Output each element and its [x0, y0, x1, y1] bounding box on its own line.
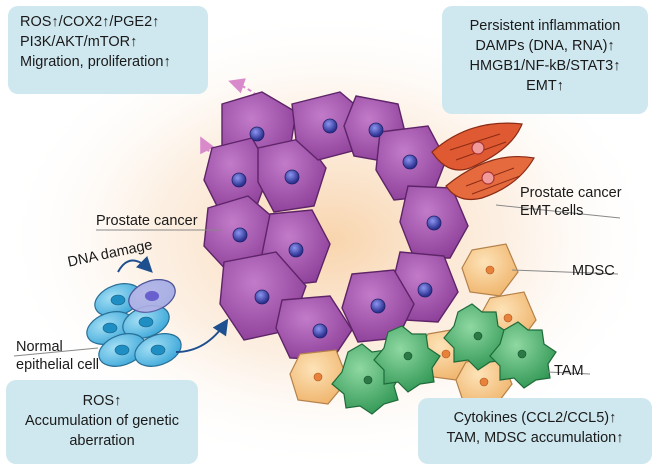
box-line: ROS↑: [82, 393, 122, 409]
tumor-nuclei: [231, 118, 442, 339]
box-line: HMGB1/NF-kB/STAT3↑: [469, 58, 621, 74]
box-persistent-inflammation: Persistent inflammation DAMPs (DNA, RNA)…: [442, 6, 648, 114]
box-line: EMT↑: [526, 78, 564, 94]
label-normal: Normal: [16, 339, 63, 355]
label-emt-line1: Prostate cancer: [520, 185, 622, 201]
progression-arrow: [175, 318, 229, 353]
box-line: aberration: [69, 433, 135, 449]
label-mdsc: MDSC: [572, 263, 615, 279]
label-prostate-cancer: Prostate cancer: [96, 213, 198, 229]
box-line: Cytokines (CCL2/CCL5)↑: [453, 410, 617, 426]
label-epithelial-cell: epithelial cell: [16, 357, 100, 373]
dna-damage-arrow: [117, 255, 153, 273]
label-emt-line2: EMT cells: [520, 203, 584, 219]
box-line: PI3K/AKT/mTOR↑: [20, 34, 138, 50]
tam-nuclei: [363, 331, 527, 385]
box-line: Migration, proliferation↑: [20, 54, 171, 70]
label-tam: TAM: [554, 363, 584, 379]
mdsc-leader-line: [511, 269, 619, 275]
box-mechanism-signaling: ROS↑/COX2↑/PGE2↑ PI3K/AKT/mTOR↑ Migratio…: [8, 6, 208, 94]
box-cytokines: Cytokines (CCL2/CCL5)↑ TAM, MDSC accumul…: [418, 398, 652, 464]
emt-leader-line: [495, 204, 621, 219]
mdsc-nuclei: [313, 265, 513, 387]
tam-leader-line: [547, 371, 591, 375]
box-line: TAM, MDSC accumulation↑: [446, 430, 624, 446]
box-line: ROS↑/COX2↑/PGE2↑: [20, 14, 160, 30]
box-line: DAMPs (DNA, RNA)↑: [475, 38, 615, 54]
box-genetic-aberration: ROS↑ Accumulation of genetic aberration: [6, 380, 198, 464]
box-line: Persistent inflammation: [469, 18, 621, 34]
box-line: Accumulation of genetic: [25, 413, 179, 429]
normal-cell-leader-line: [13, 347, 99, 357]
emt-cells: [431, 122, 535, 201]
